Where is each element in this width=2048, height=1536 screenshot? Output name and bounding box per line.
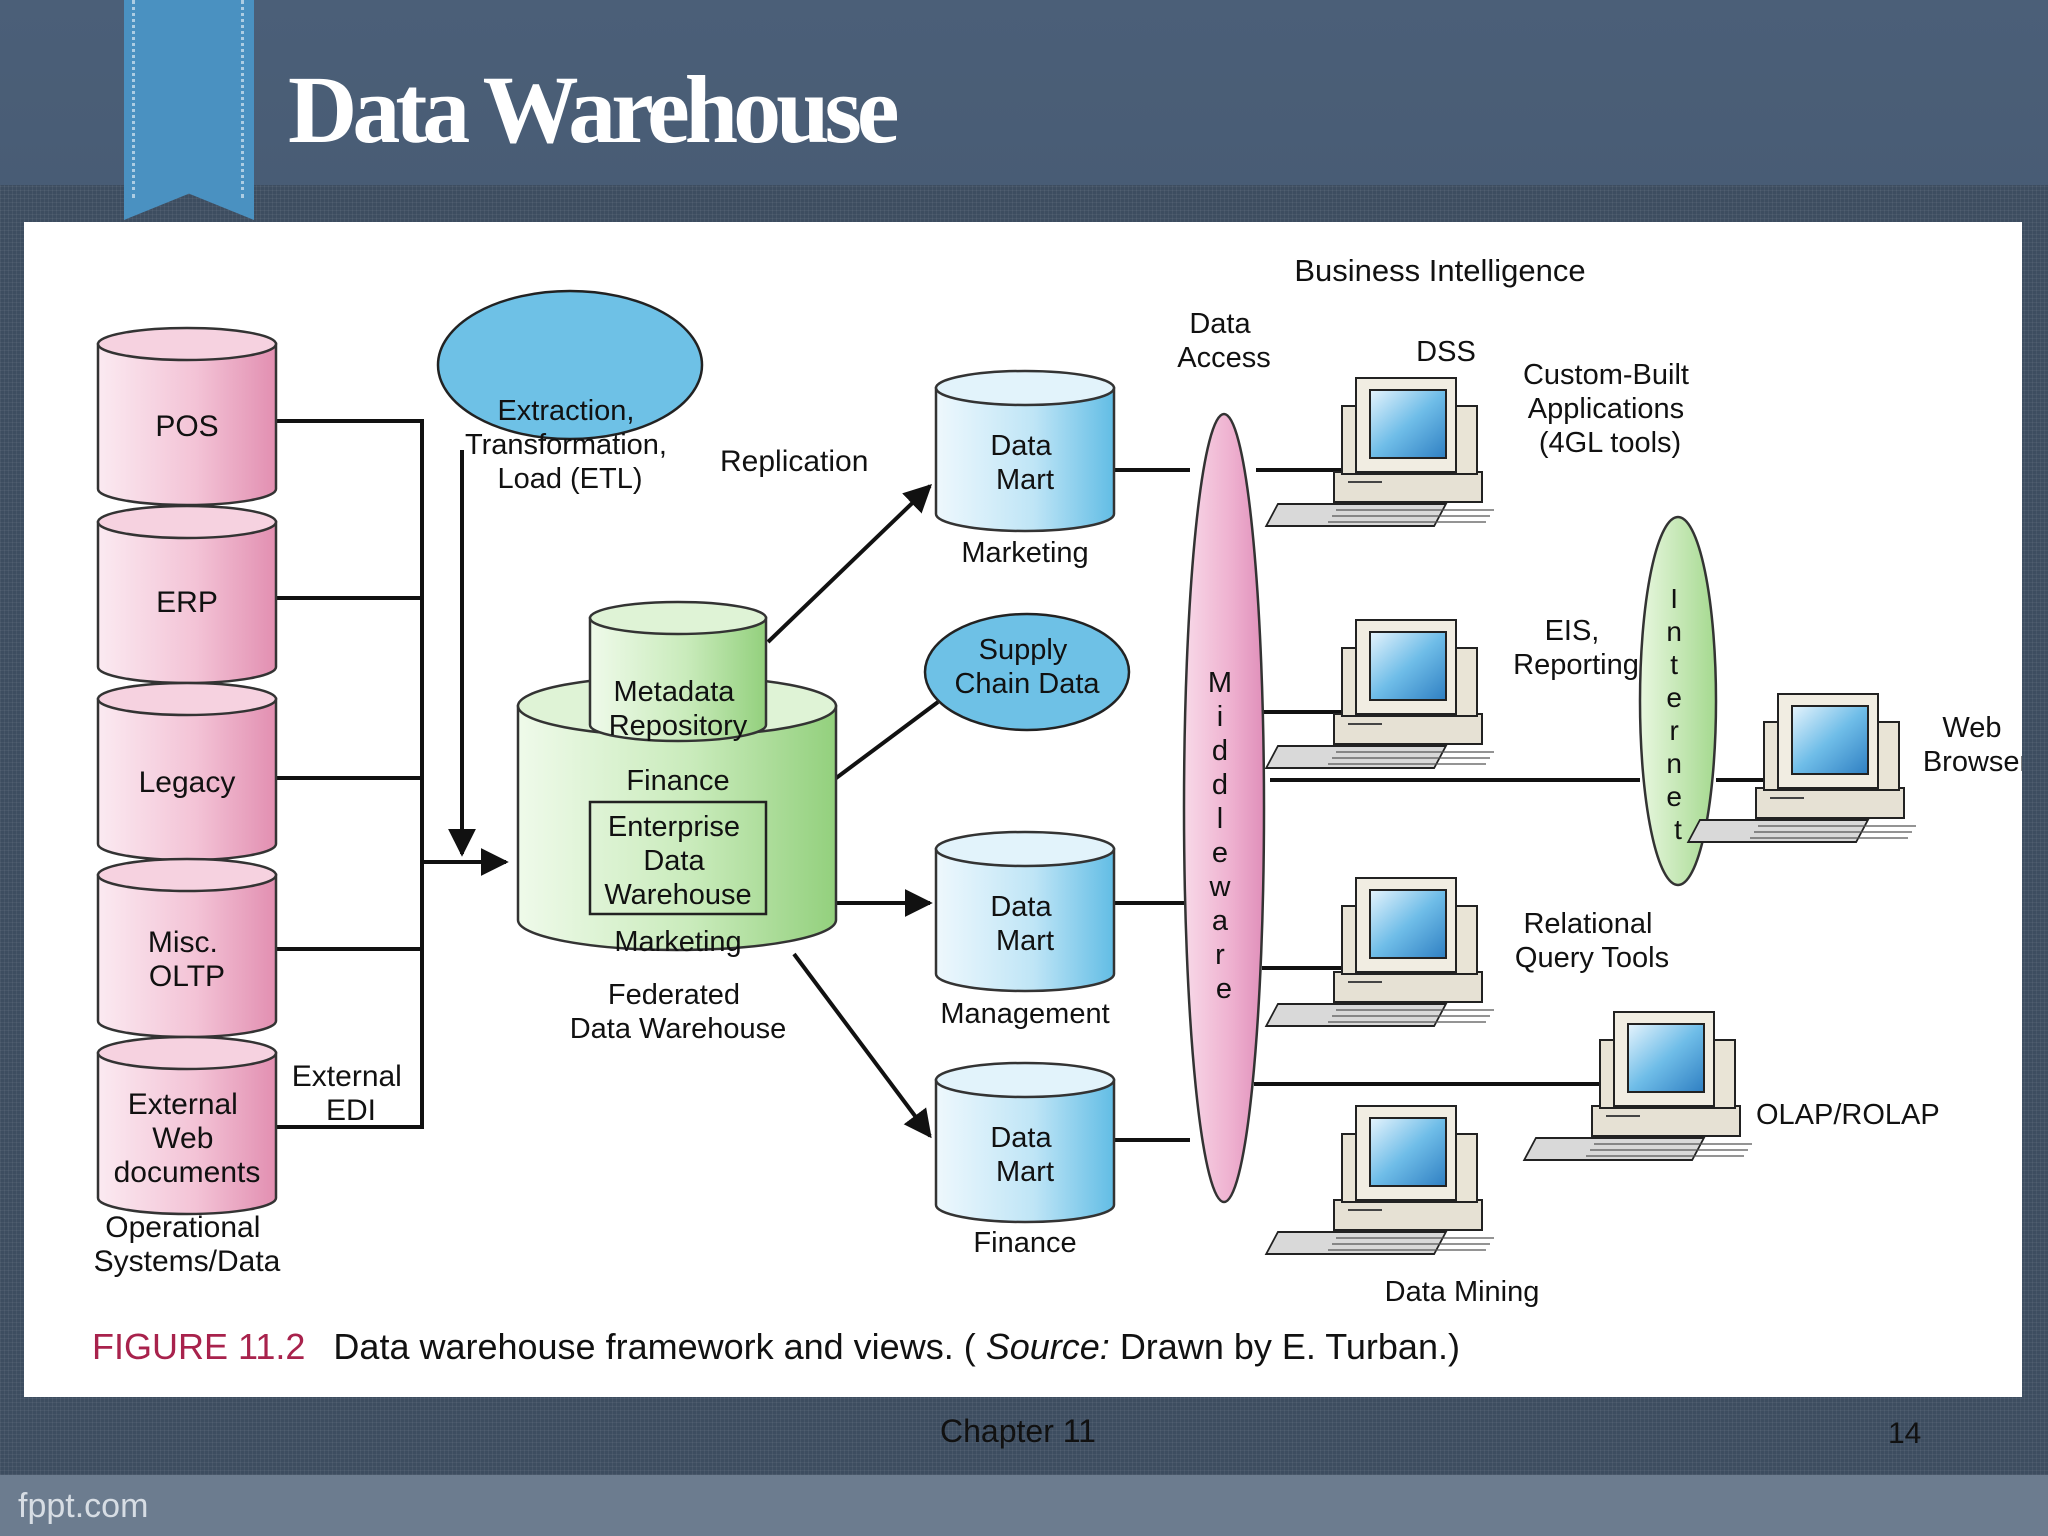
- data-mart-management: Data Mart Management: [934, 830, 1116, 1030]
- enterprise-warehouse-label: Enterprise Data Warehouse: [604, 811, 751, 911]
- svg-text:ERP: ERP: [156, 586, 218, 619]
- computer-icon-eis: [1265, 619, 1495, 769]
- bookmark-ribbon: [124, 0, 254, 220]
- enterprise-warehouse-box: [588, 800, 768, 916]
- eis-reporting-label: EIS, Reporting: [1513, 615, 1639, 681]
- footer-chapter: Chapter 11: [940, 1413, 1096, 1449]
- slide-title: Data Warehouse: [288, 56, 899, 163]
- mart-caption-finance: Finance: [973, 1227, 1076, 1259]
- svg-text:M i d d: M i d d l e w a r e: [1208, 667, 1240, 1005]
- svg-text:Legacy: Legacy: [139, 766, 236, 799]
- operational-systems-caption: Operational Systems/Data: [94, 1211, 281, 1278]
- source-label-erp: ERP: [156, 586, 218, 619]
- source-label-legacy: Legacy: [139, 766, 236, 799]
- etl-process: Extraction, Transformation, Load (ETL): [436, 289, 704, 495]
- data-mining-label: Data Mining: [1385, 1276, 1540, 1308]
- svg-text:Extraction, Transformati: Extraction, Transformation, Load (ETL): [465, 395, 675, 495]
- computer-icon-web-browser: [1687, 693, 1917, 843]
- data-mart-finance: Data Mart Finance: [934, 1061, 1116, 1259]
- svg-text:Metadata Repository: Metadata Repository: [609, 676, 748, 742]
- svg-text:POS: POS: [155, 410, 218, 443]
- source-cylinder-legacy: Legacy: [96, 681, 278, 862]
- external-edi-label: External EDI: [292, 1060, 410, 1127]
- figure-caption-source-word: Source:: [986, 1326, 1110, 1367]
- svg-text:Data Mart: Data Mart: [990, 891, 1059, 957]
- figure-caption-text: Data warehouse framework and views. (: [333, 1326, 975, 1367]
- figure-panel: Business Intelligence POS ERP: [24, 222, 2030, 1397]
- source-label-oltp: OLTP: [149, 960, 225, 993]
- source-label-documents: documents: [114, 1156, 261, 1189]
- replication-label: Replication: [720, 445, 868, 478]
- data-mart-marketing: Data Mart Marketing: [934, 369, 1116, 569]
- source-label-misc: Misc.: [148, 926, 218, 959]
- source-cylinder-erp: ERP: [96, 504, 278, 685]
- watermark: fppt.com: [18, 1487, 149, 1525]
- data-access-label: Data Access: [1177, 308, 1270, 374]
- svg-text:Misc. OLTP: Misc. OLTP: [148, 926, 226, 993]
- warehouse-finance-label: Finance: [626, 765, 729, 797]
- computer-icon-relational: [1265, 877, 1495, 1027]
- svg-text:Data Mart: Data Mart: [990, 1122, 1059, 1188]
- source-label-external: External: [128, 1088, 238, 1121]
- connector-lines: [272, 419, 1766, 1142]
- web-browser-label: Web Browser: [1923, 712, 2022, 778]
- middleware-ellipse: M i d d l e w a r e: [1182, 412, 1266, 1204]
- svg-text:Supply Chain Data: Supply Chain Data: [954, 634, 1100, 700]
- internet-ellipse: I n t e r n e t: [1638, 515, 1718, 887]
- page-number: 14: [1888, 1417, 1922, 1450]
- source-cylinder-pos: POS: [96, 326, 278, 507]
- dss-label: DSS: [1416, 336, 1476, 368]
- source-cylinder-external-web: External Web documents: [96, 1035, 278, 1216]
- svg-text:Data Mart: Data Mart: [990, 430, 1059, 496]
- relational-query-label: Relational Query Tools: [1515, 908, 1669, 974]
- supply-chain-data: Supply Chain Data: [923, 612, 1131, 732]
- svg-text:I n t e: I n t e r n e t: [1666, 583, 1689, 845]
- svg-text:External Web docum: External Web documents: [114, 1088, 261, 1189]
- warehouse-marketing-label: Marketing: [614, 926, 741, 958]
- source-label-web: Web: [152, 1122, 213, 1155]
- mart-caption-marketing: Marketing: [961, 537, 1088, 569]
- federated-warehouse-caption: Federated Data Warehouse: [570, 979, 787, 1045]
- figure-caption-source-rest: Drawn by E. Turban.): [1120, 1326, 1460, 1367]
- bottom-bar: [0, 1475, 2048, 1536]
- figure-caption: FIGURE 11.2 Data warehouse framework and…: [92, 1326, 1460, 1367]
- computer-icon-data-mining: [1265, 1105, 1495, 1255]
- computer-icon-dss: [1265, 377, 1495, 527]
- figure-caption-label: FIGURE 11.2: [92, 1326, 305, 1367]
- custom-built-label: Custom-Built Applications (4GL tools): [1523, 359, 1697, 459]
- olap-rolap-label: OLAP/ROLAP: [1756, 1099, 1940, 1131]
- mart-caption-management: Management: [940, 998, 1109, 1030]
- data-warehouse-diagram: Business Intelligence POS ERP: [92, 253, 2030, 1367]
- business-intelligence-label: Business Intelligence: [1294, 253, 1585, 288]
- metadata-repository: Metadata Repository: [588, 600, 768, 743]
- source-cylinder-misc-oltp: Misc. OLTP: [96, 857, 278, 1039]
- ribbon-stitching: [132, 0, 244, 198]
- source-label-pos: POS: [155, 410, 218, 443]
